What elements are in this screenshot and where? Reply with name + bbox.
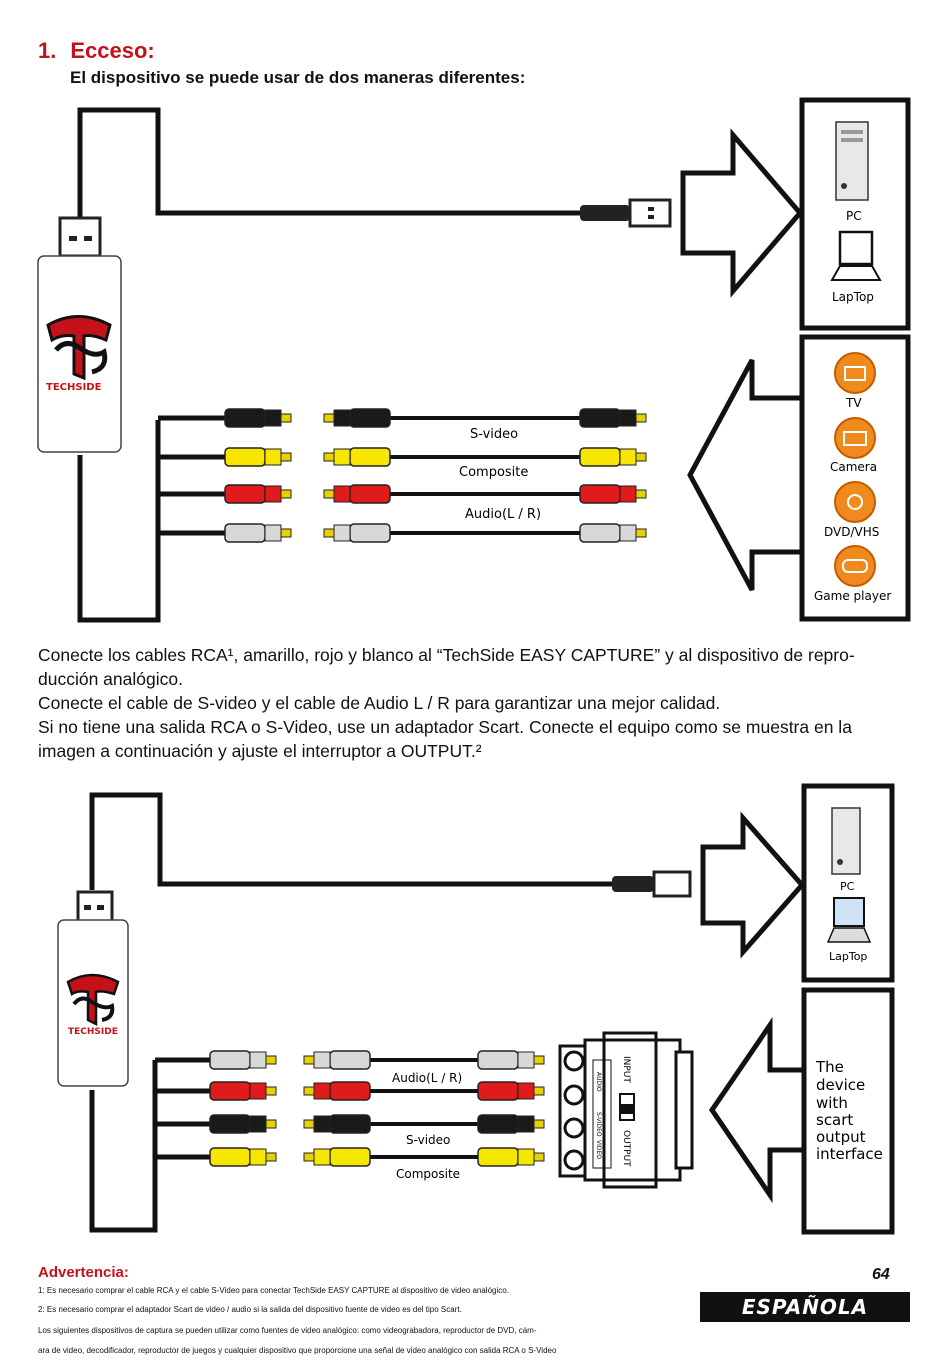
rca-plug-icon bbox=[323, 523, 391, 543]
adapter-label-video: VIDEO bbox=[595, 1140, 602, 1159]
rca-plug-icon bbox=[323, 447, 391, 467]
cable-label-svideo: S-video bbox=[470, 427, 518, 442]
svg-text:device: device bbox=[816, 1076, 865, 1094]
instructions-text: Conecte los cables RCA¹, amarillo, rojo … bbox=[38, 643, 908, 763]
gamepad-icon bbox=[834, 545, 876, 587]
rca-plug-icon bbox=[477, 1114, 545, 1134]
rca-plug-icon bbox=[477, 1081, 545, 1101]
svg-text:The: The bbox=[815, 1058, 844, 1076]
device-label-laptop: LapTop bbox=[829, 950, 867, 963]
rca-plug-icon bbox=[224, 447, 292, 467]
scart-device-label: The device with scart output interface bbox=[815, 1058, 883, 1163]
switch-label-input: INPUT bbox=[621, 1056, 631, 1083]
rca-plug-icon bbox=[209, 1114, 277, 1134]
rca-plug-icon bbox=[579, 523, 647, 543]
footnote-3: Los siguientes dispositivos de captura s… bbox=[38, 1326, 537, 1335]
device-label-dvd: DVD/VHS bbox=[824, 525, 879, 539]
device-label-camera: Camera bbox=[830, 460, 877, 474]
pc-tower-icon bbox=[835, 121, 869, 201]
svg-text:output: output bbox=[816, 1128, 866, 1146]
capture-dongle: TECHSIDE bbox=[57, 890, 129, 1087]
rca-plug-icon bbox=[303, 1081, 371, 1101]
diagram-scart-connection: TECHSIDE INPUT OUTPUT AUDIO S-VIDEO VIDE… bbox=[57, 783, 895, 1235]
rca-plug-icon bbox=[303, 1114, 371, 1134]
brand-logo-text: TECHSIDE bbox=[46, 382, 102, 393]
rca-plug-icon bbox=[579, 484, 647, 504]
rca-plug-icon bbox=[209, 1050, 277, 1070]
footnote-2: 2: Es necesario comprar el adaptador Sca… bbox=[38, 1305, 462, 1314]
rca-plug-icon bbox=[579, 447, 647, 467]
cable-label-audio: Audio(L / R) bbox=[465, 507, 541, 522]
cable-label-composite: Composite bbox=[396, 1167, 460, 1181]
adapter-label-audio: AUDIO bbox=[595, 1072, 602, 1092]
svg-text:with: with bbox=[816, 1094, 848, 1112]
switch-label-output: OUTPUT bbox=[621, 1130, 631, 1167]
rca-plug-icon bbox=[209, 1147, 277, 1167]
rca-plug-icon bbox=[579, 408, 647, 428]
svg-text:interface: interface bbox=[816, 1145, 883, 1163]
rca-plug-icon bbox=[224, 484, 292, 504]
footnote-1: 1: Es necesario comprar el cable RCA y e… bbox=[38, 1286, 509, 1295]
laptop-icon bbox=[830, 230, 882, 281]
arrow-to-pc-icon bbox=[680, 128, 804, 298]
section-number: 1. bbox=[38, 38, 57, 63]
arrow-from-scart-icon bbox=[708, 1016, 811, 1204]
section-title: Ecceso: bbox=[70, 38, 155, 63]
language-banner: ESPAÑOLA bbox=[700, 1292, 910, 1322]
brand-logo-text: TECHSIDE bbox=[68, 1027, 118, 1037]
rca-plug-icon bbox=[477, 1147, 545, 1167]
arrow-from-av-icon bbox=[687, 358, 809, 592]
paragraph-svideo: Conecte el cable de S-video y el cable d… bbox=[38, 693, 721, 713]
paragraph-rca: Conecte los cables RCA¹, amarillo, rojo … bbox=[38, 645, 855, 689]
rca-plug-icon bbox=[323, 484, 391, 504]
page-number: 64 bbox=[872, 1266, 890, 1283]
tv-icon bbox=[834, 352, 876, 394]
scart-adapter: INPUT OUTPUT AUDIO S-VIDEO VIDEO bbox=[558, 1031, 694, 1189]
rca-plug-icon bbox=[303, 1147, 371, 1167]
capture-dongle: TECHSIDE bbox=[37, 216, 122, 453]
rca-plug-icon bbox=[209, 1081, 277, 1101]
arrow-to-pc-icon bbox=[700, 811, 806, 959]
rca-plug-icon bbox=[477, 1050, 545, 1070]
rca-plug-icon bbox=[303, 1050, 371, 1070]
rca-plug-icon bbox=[224, 408, 292, 428]
rca-plug-icon bbox=[224, 523, 292, 543]
usb-plug-icon bbox=[612, 870, 692, 898]
camera-icon bbox=[834, 417, 876, 459]
device-label-pc: PC bbox=[840, 880, 855, 893]
device-label-game-player: Game player bbox=[814, 589, 891, 603]
adapter-label-svideo: S-VIDEO bbox=[595, 1112, 602, 1137]
pc-tower-icon bbox=[831, 807, 861, 875]
laptop-icon bbox=[826, 897, 872, 943]
diagram-direct-connection: TECHSIDE PC LapTop TV Camera DVD/VHS Gam… bbox=[37, 97, 911, 623]
cable-label-composite: Composite bbox=[459, 465, 528, 480]
device-label-laptop: LapTop bbox=[832, 290, 874, 304]
paragraph-scart: Si no tiene una salida RCA o S-Video, us… bbox=[38, 717, 852, 761]
svg-text:scart: scart bbox=[816, 1111, 853, 1129]
rca-plug-icon bbox=[323, 408, 391, 428]
footnote-4: ara de video, decodificador, reproductor… bbox=[38, 1346, 557, 1355]
section-heading: 1. Ecceso: bbox=[38, 38, 155, 64]
warning-title: Advertencia: bbox=[38, 1264, 129, 1281]
usb-plug-icon bbox=[580, 198, 672, 228]
cable-label-audio: Audio(L / R) bbox=[392, 1071, 462, 1085]
device-label-tv: TV bbox=[845, 396, 862, 410]
device-label-pc: PC bbox=[846, 209, 862, 223]
cable-label-svideo: S-video bbox=[406, 1133, 450, 1147]
intro-text: El dispositivo se puede usar de dos mane… bbox=[70, 68, 526, 87]
dvd-icon bbox=[834, 481, 876, 523]
